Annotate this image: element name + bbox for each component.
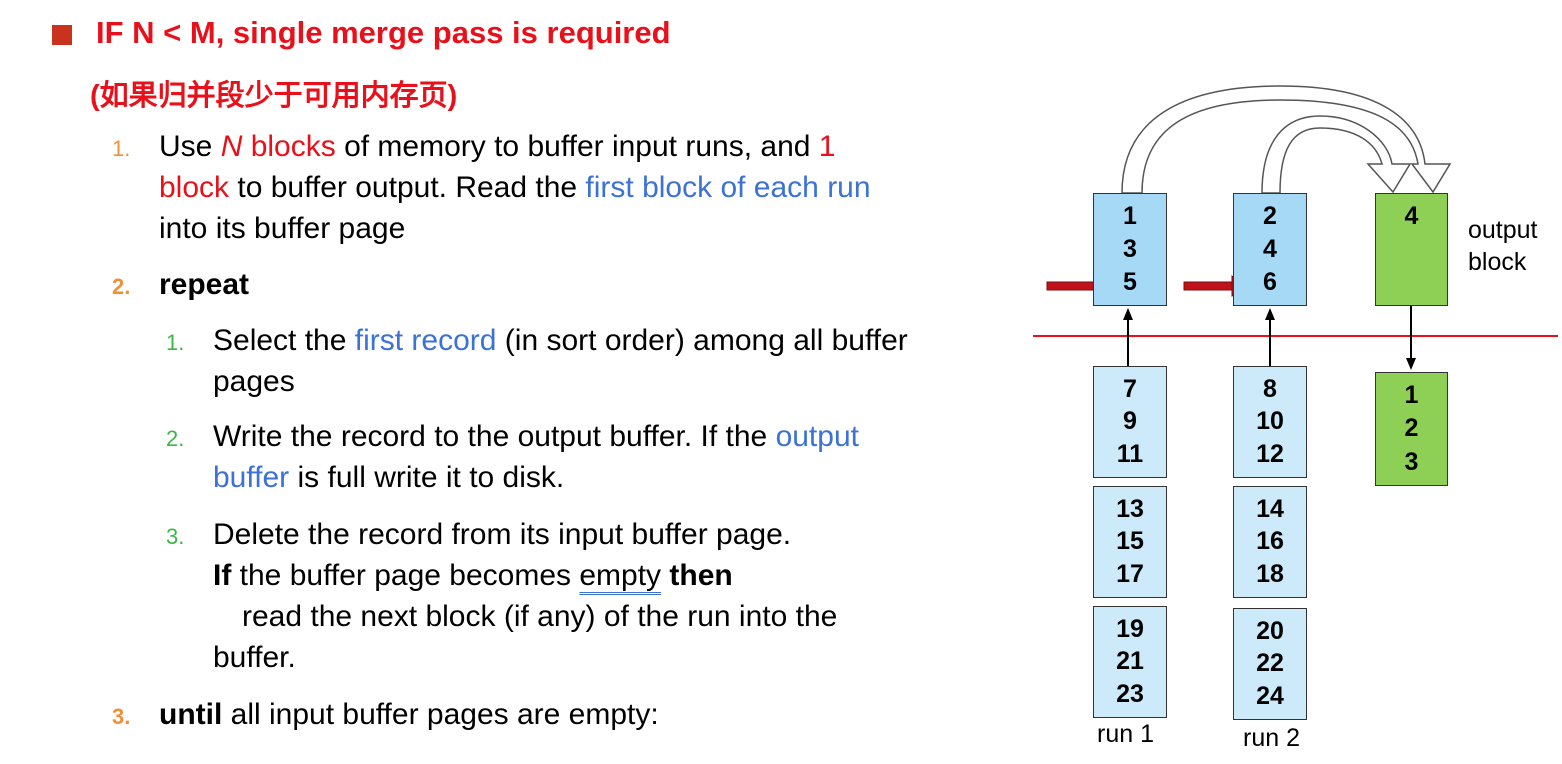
substep-number: 1. — [166, 330, 185, 355]
run-2-buffer-block: 2 4 6 — [1233, 193, 1307, 306]
curved-arrow-icon — [1261, 115, 1412, 194]
output-block-label: output block — [1468, 216, 1538, 276]
until-text: until all input buffer pages are empty: — [159, 698, 659, 731]
substep-1-text: Select the first record (in sort order) … — [213, 324, 908, 398]
output-disk-block: 1 2 3 — [1375, 372, 1448, 486]
run-2-label: run 2 — [1243, 724, 1300, 752]
up-arrow-icon — [1123, 308, 1133, 366]
step-1-line-1: Use N blocks of memory to buffer input r… — [159, 130, 836, 163]
output-buffer-block: 4 — [1375, 193, 1448, 306]
down-arrow-icon — [1406, 306, 1416, 370]
run-1-disk-block: 13 15 17 — [1093, 486, 1167, 598]
substep-number: 3. — [166, 524, 185, 549]
step-1-line-2: block to buffer output. Read the first b… — [159, 171, 871, 204]
slide-subheading: (如果归并段少于可用内存页) — [90, 80, 458, 112]
run-2-disk-block: 20 22 24 — [1233, 608, 1307, 720]
substep-3-text: Delete the record from its input buffer … — [213, 518, 838, 674]
curved-arrow-icon — [1121, 85, 1452, 194]
repeat-keyword: repeat — [159, 268, 250, 301]
empty-word: empty — [579, 559, 662, 592]
step-number: 3. — [112, 704, 131, 729]
substep-number: 2. — [166, 426, 185, 451]
run-2-disk-block: 8 10 12 — [1233, 366, 1307, 478]
run-2-disk-block: 14 16 18 — [1233, 486, 1307, 598]
step-number: 1. — [112, 136, 131, 161]
square-bullet-icon — [52, 25, 72, 45]
step-number: 2. — [112, 274, 131, 299]
run-1-label: run 1 — [1097, 720, 1154, 748]
run-1-buffer-block: 1 3 5 — [1093, 193, 1167, 306]
run-1-disk-block: 19 21 23 — [1093, 606, 1167, 718]
run-1-disk-block: 7 9 11 — [1093, 366, 1167, 478]
slide-heading: IF N < M, single merge pass is required — [96, 15, 671, 50]
step-1-line-3: into its buffer page — [159, 212, 406, 245]
step-1-text: Use N blocks of memory to buffer input r… — [159, 126, 871, 249]
substep-2-text: Write the record to the output buffer. I… — [213, 420, 859, 494]
up-arrow-icon — [1265, 308, 1275, 366]
